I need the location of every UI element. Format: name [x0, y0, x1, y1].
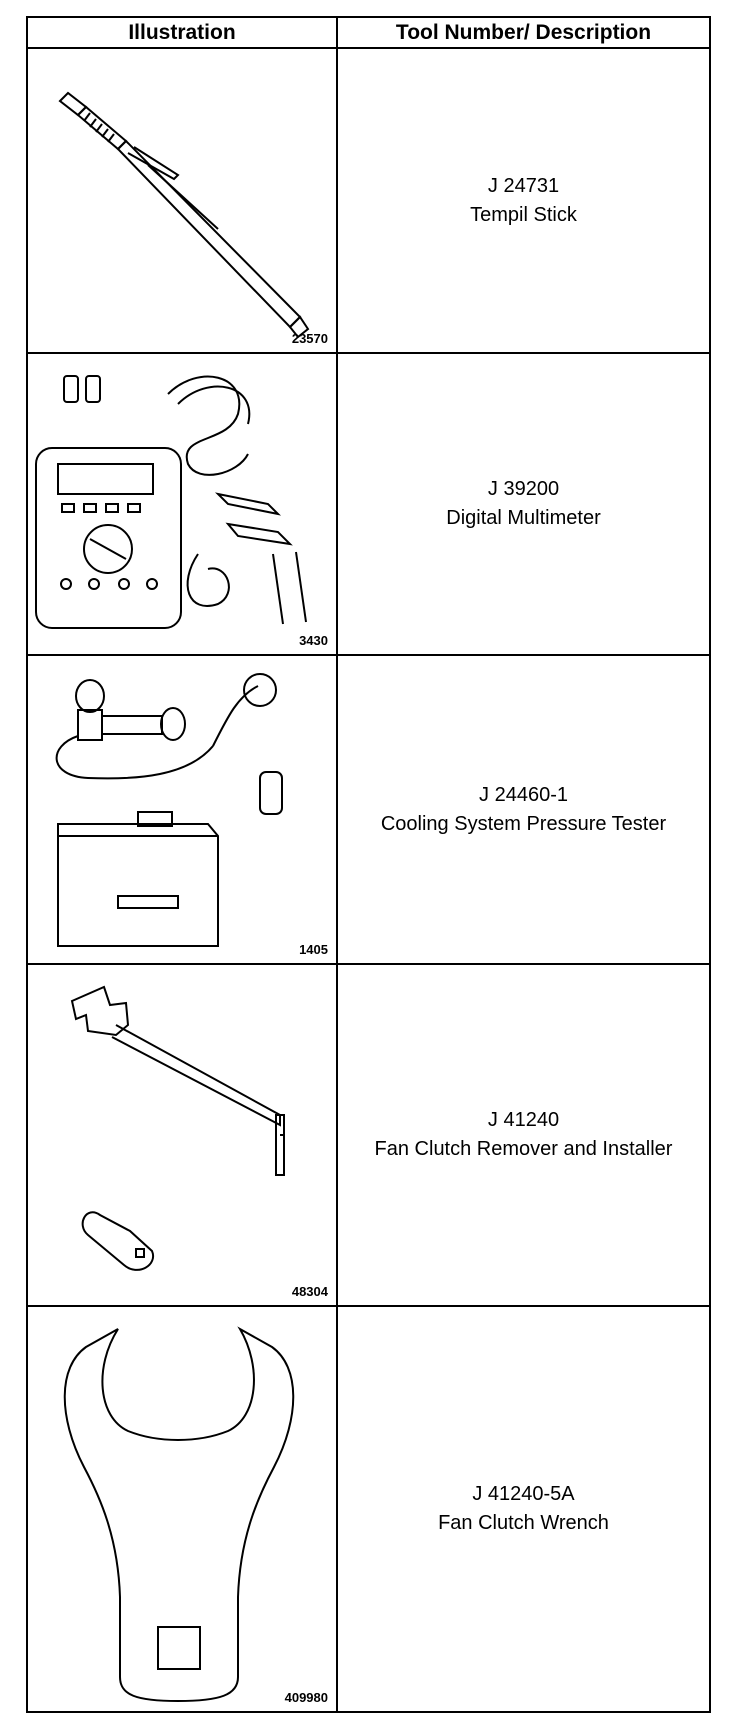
illustration-cell: 1405 — [28, 656, 336, 963]
tool-description: Fan Clutch Wrench — [438, 1512, 609, 1534]
illustration-cell: 3430 — [28, 354, 336, 654]
tool-number: J 41240-5A — [472, 1483, 575, 1505]
header-illustration: Illustration — [128, 21, 236, 44]
figure-number: 48304 — [291, 1284, 328, 1299]
tool-description-cell: J 41240-5A Fan Clutch Wrench — [338, 1307, 709, 1711]
figure-number: 1405 — [299, 942, 328, 957]
table-row: 409980 J 41240-5A Fan Clutch Wrench — [28, 1307, 709, 1711]
fan-clutch-remover-icon — [70, 985, 285, 1271]
table-row: 48304 J 41240 Fan Clutch Remover and Ins… — [28, 965, 709, 1307]
digital-multimeter-icon — [35, 375, 307, 629]
tool-description: Tempil Stick — [470, 203, 577, 226]
table-row: 1405 J 24460-1 Cooling System Pressure T… — [28, 656, 709, 965]
tool-number: J 41240 — [487, 1109, 560, 1131]
column-divider — [336, 18, 338, 1711]
illustration-cell: 48304 — [28, 965, 336, 1305]
table-row: 3430 J 39200 Digital Multimeter — [28, 354, 709, 656]
special-tools-table: Illustration Tool Number/ Description 23… — [26, 16, 711, 1713]
tool-description-cell: J 39200 Digital Multimeter — [338, 354, 709, 654]
tool-description: Fan Clutch Remover and Installer — [374, 1138, 673, 1160]
tool-description-cell: J 24460-1 Cooling System Pressure Tester — [338, 656, 709, 963]
tool-number: J 24731 — [487, 174, 560, 197]
fan-clutch-wrench-icon — [63, 1326, 295, 1703]
header-description: Tool Number/ Description — [395, 21, 652, 44]
figure-number: 23570 — [291, 331, 328, 346]
table-row: 23570 J 24731 Tempil Stick — [28, 49, 709, 354]
figure-number: 3430 — [299, 633, 328, 648]
figure-number: 409980 — [284, 1690, 328, 1705]
illustration-cell: 409980 — [28, 1307, 336, 1711]
illustration-cell: 23570 — [28, 49, 336, 352]
tool-description-cell: J 41240 Fan Clutch Remover and Installer — [338, 965, 709, 1305]
tool-number: J 39200 — [487, 478, 560, 500]
tempil-stick-icon — [58, 91, 310, 339]
tool-description: Cooling System Pressure Tester — [380, 812, 667, 835]
pressure-tester-icon — [55, 673, 283, 947]
table-header: Illustration Tool Number/ Description — [28, 18, 709, 49]
tool-number: J 24460-1 — [479, 783, 568, 806]
tool-description: Digital Multimeter — [446, 507, 601, 529]
tool-description-cell: J 24731 Tempil Stick — [338, 49, 709, 352]
